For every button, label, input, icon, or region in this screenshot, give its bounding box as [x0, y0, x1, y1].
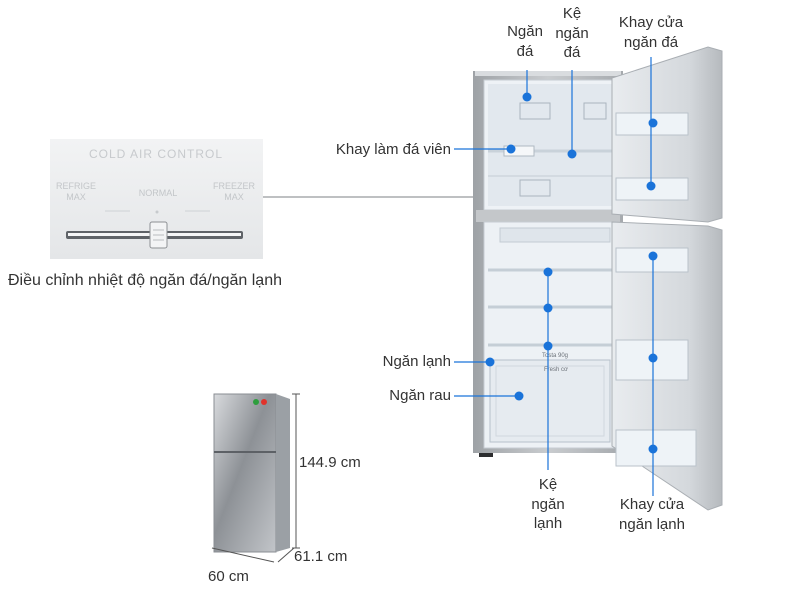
marker-fridge-shelf-2 — [543, 303, 553, 313]
marker-freezer-door-tray-bottom — [646, 181, 656, 191]
marker-freezer-door-tray-top — [648, 118, 658, 128]
marker-fridge-shelf-1 — [543, 267, 553, 277]
control-center-label: NORMAL — [139, 188, 178, 198]
label-ice-tray: Khay làm đá viên — [335, 141, 451, 158]
dimension-height: 144.9 cm — [299, 454, 361, 471]
depth-dimension-line — [277, 547, 295, 563]
dimension-width: 60 cm — [208, 568, 249, 585]
label-freezer-compartment: Ngăn đá — [507, 23, 543, 60]
control-panel-caption: Điều chỉnh nhiệt độ ngăn đá/ngăn lạnh — [8, 272, 282, 289]
fridge-main: Tosta 90g Fresh cơ — [473, 46, 723, 511]
control-right-label-1: FREEZER — [213, 181, 256, 191]
marker-vegetable-drawer — [514, 391, 524, 401]
label-fridge-shelf: Kệ ngăn lạnh — [531, 476, 565, 532]
label-freezer-door-tray: Khay cửa ngăn đá — [618, 14, 684, 51]
brand-tag: Tosta 90g — [542, 353, 568, 359]
control-right-label-2: MAX — [224, 192, 244, 202]
crisper-tag: Fresh cơ — [544, 367, 568, 373]
marker-fridge-door-tray-2 — [648, 353, 658, 363]
marker-fridge-door-tray-3 — [648, 444, 658, 454]
marker-freezer-compartment — [522, 92, 532, 102]
markers — [485, 92, 658, 454]
label-freezer-shelf: Kệ ngăn đá — [555, 5, 589, 61]
fridge-small — [213, 393, 290, 553]
label-vegetable-drawer: Ngăn rau — [389, 387, 451, 404]
marker-fridge-door-tray-1 — [648, 251, 658, 261]
label-fridge-door-tray: Khay cửa ngăn lạnh — [619, 496, 685, 533]
marker-ice-tray — [506, 144, 516, 154]
marker-fridge-shelf-3 — [543, 341, 553, 351]
width-dimension-line — [211, 547, 275, 563]
control-left-label-2: MAX — [66, 192, 86, 202]
control-panel-title: COLD AIR CONTROL — [89, 147, 223, 161]
dimension-depth: 61.1 cm — [294, 548, 348, 565]
marker-freezer-shelf — [567, 149, 577, 159]
control-left-label-1: REFRIGE — [56, 181, 96, 191]
marker-fridge-compartment — [485, 357, 495, 367]
control-panel: COLD AIR CONTROL REFRIGE MAX NORMAL FREE… — [50, 139, 263, 259]
label-fridge-compartment: Ngăn lạnh — [382, 353, 451, 370]
